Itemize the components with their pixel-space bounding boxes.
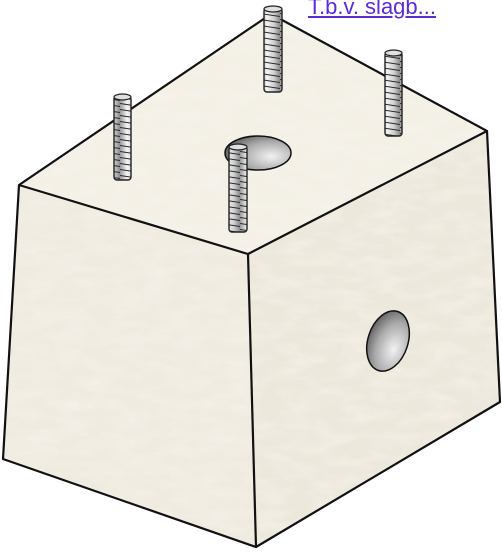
rebar-icon [229,144,247,232]
rebar-icon [385,50,402,136]
rebar-icon [114,94,131,180]
rebar-icon [264,6,282,92]
concrete-block [3,14,500,547]
